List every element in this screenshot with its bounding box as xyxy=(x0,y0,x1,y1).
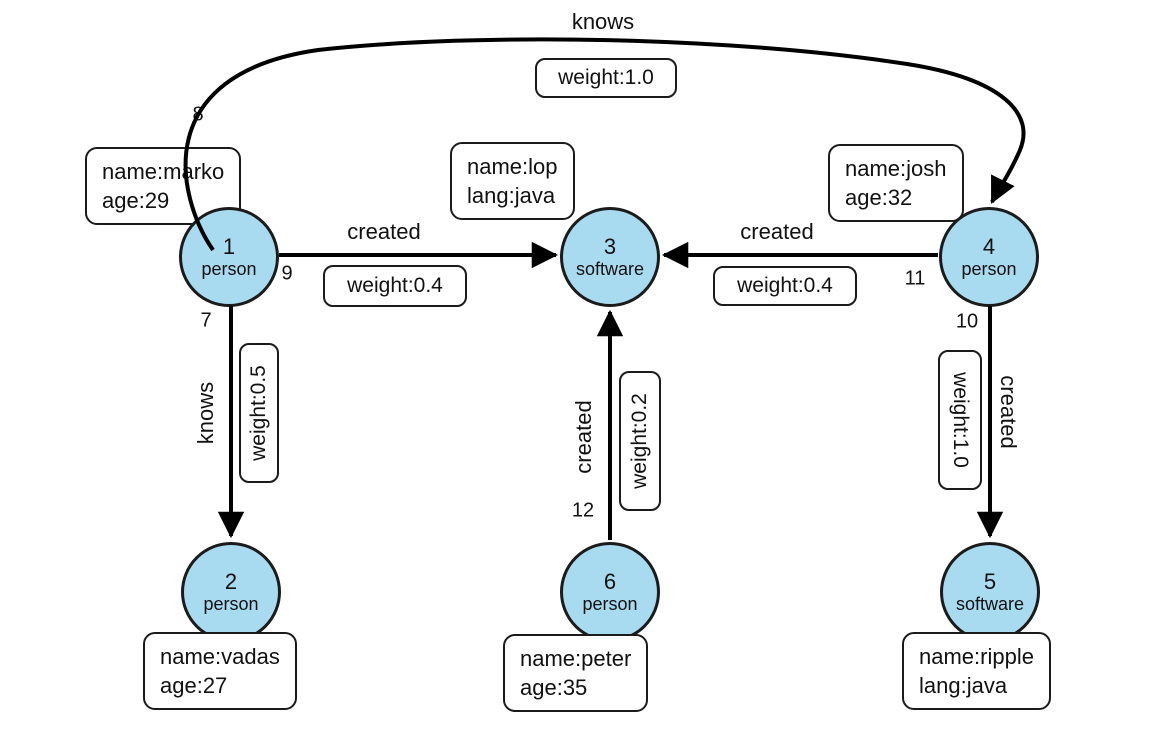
property-line: name:peter xyxy=(520,646,632,671)
node-4-josh: 4 person xyxy=(939,207,1039,307)
node-1-marko: 1 person xyxy=(179,207,279,307)
property-line: name:marko xyxy=(102,159,225,184)
edge-8-id: 8 xyxy=(192,103,204,126)
property-box-lop: name:lop lang:java xyxy=(450,142,575,221)
node-3-lop: 3 software xyxy=(560,207,660,307)
edge-9-label: created xyxy=(347,219,421,244)
node-type: person xyxy=(203,594,259,615)
edge-7-id: 7 xyxy=(200,309,212,332)
property-line: age:27 xyxy=(160,673,228,699)
edge-10-id: 10 xyxy=(955,310,979,333)
node-2-vadas: 2 person xyxy=(181,542,281,642)
edge-11-label: created xyxy=(740,219,814,244)
node-id: 2 xyxy=(224,569,238,594)
edge-9-id: 9 xyxy=(281,262,293,285)
node-id: 1 xyxy=(222,234,236,259)
edge-12-weight-box: weight:0.2 xyxy=(619,371,661,511)
edge-12-id: 12 xyxy=(571,499,595,522)
property-line: age:32 xyxy=(845,185,913,211)
edge-7-label: knows xyxy=(193,381,218,445)
node-6-peter: 6 person xyxy=(560,542,660,642)
node-type: person xyxy=(582,594,638,615)
edge-8-label: knows xyxy=(571,9,635,34)
property-line: age:35 xyxy=(520,675,588,701)
property-box-josh: name:josh age:32 xyxy=(828,144,964,223)
property-line: age:29 xyxy=(102,188,170,214)
edge-11-id: 11 xyxy=(904,267,926,290)
node-type: software xyxy=(955,594,1025,615)
node-id: 4 xyxy=(982,234,996,259)
property-line: name:josh xyxy=(845,156,947,181)
edge-12-label: created xyxy=(571,400,596,474)
property-box-peter: name:peter age:35 xyxy=(503,634,649,713)
property-box-ripple: name:ripple lang:java xyxy=(902,632,1051,711)
edge-10-weight-box: weight:1.0 xyxy=(938,350,982,490)
property-line: lang:java xyxy=(467,183,556,209)
node-type: person xyxy=(961,259,1017,280)
property-line: name:lop xyxy=(467,154,558,179)
edge-9-weight-box: weight:0.4 xyxy=(323,265,467,307)
node-type: software xyxy=(575,259,645,280)
edge-10-label: created xyxy=(996,375,1021,449)
edge-11-weight-box: weight:0.4 xyxy=(713,266,857,306)
node-5-ripple: 5 software xyxy=(940,542,1040,642)
property-line: name:vadas xyxy=(160,644,280,669)
edge-7-weight-box: weight:0.5 xyxy=(239,343,279,483)
edge-8-weight-box: weight:1.0 xyxy=(535,58,677,98)
node-id: 5 xyxy=(983,569,997,594)
property-box-vadas: name:vadas age:27 xyxy=(143,632,297,711)
node-type: person xyxy=(201,259,257,280)
node-id: 3 xyxy=(603,234,617,259)
node-id: 6 xyxy=(603,569,617,594)
property-line: lang:java xyxy=(919,673,1008,699)
property-line: name:ripple xyxy=(919,644,1034,669)
